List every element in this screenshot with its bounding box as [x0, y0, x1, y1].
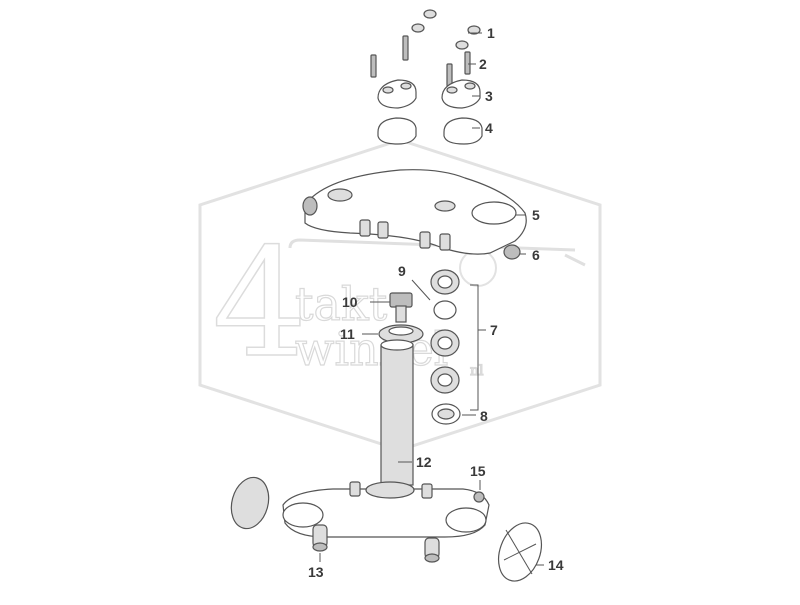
part-13-plugs — [312, 524, 440, 563]
part-1-caps — [411, 9, 481, 50]
watermark-suffix: nl — [470, 363, 484, 379]
callout-labels: 1 2 3 4 5 6 7 8 9 10 11 12 13 14 15 — [308, 25, 564, 580]
callout-6: 6 — [532, 247, 540, 263]
callout-4: 4 — [485, 120, 493, 136]
callout-9: 9 — [398, 263, 406, 279]
part-7-9-bearings — [430, 269, 461, 425]
callout-10: 10 — [342, 294, 358, 310]
part-15-screw — [473, 491, 485, 503]
watermark-gear-icon — [459, 249, 497, 287]
watermark-numeral: 4 — [212, 217, 307, 391]
watermark-line1: takt — [295, 277, 388, 331]
callout-14: 14 — [548, 557, 564, 573]
part-3-upper-clamps — [377, 79, 481, 109]
leader-lines — [319, 32, 544, 566]
part-5-upper-triple-clamp — [302, 169, 527, 255]
part-2-bolts — [370, 35, 471, 87]
part-10-stem-nut — [389, 292, 413, 323]
callout-15: 15 — [470, 463, 486, 479]
watermark-line2: winkel — [295, 322, 449, 376]
callout-3: 3 — [485, 88, 493, 104]
callout-2: 2 — [479, 56, 487, 72]
callout-13: 13 — [308, 564, 324, 580]
part-14-covers — [230, 476, 543, 582]
part-12-steering-stem — [282, 339, 490, 538]
part-6-bushing — [503, 244, 521, 260]
callout-5: 5 — [532, 207, 540, 223]
callout-12: 12 — [416, 454, 432, 470]
callout-7: 7 — [490, 322, 498, 338]
callout-8: 8 — [480, 408, 488, 424]
part-4-lower-clamps — [377, 117, 483, 145]
watermark: 4 takt winkel nl — [198, 138, 602, 452]
callout-11: 11 — [340, 326, 355, 342]
callout-1: 1 — [487, 25, 495, 41]
